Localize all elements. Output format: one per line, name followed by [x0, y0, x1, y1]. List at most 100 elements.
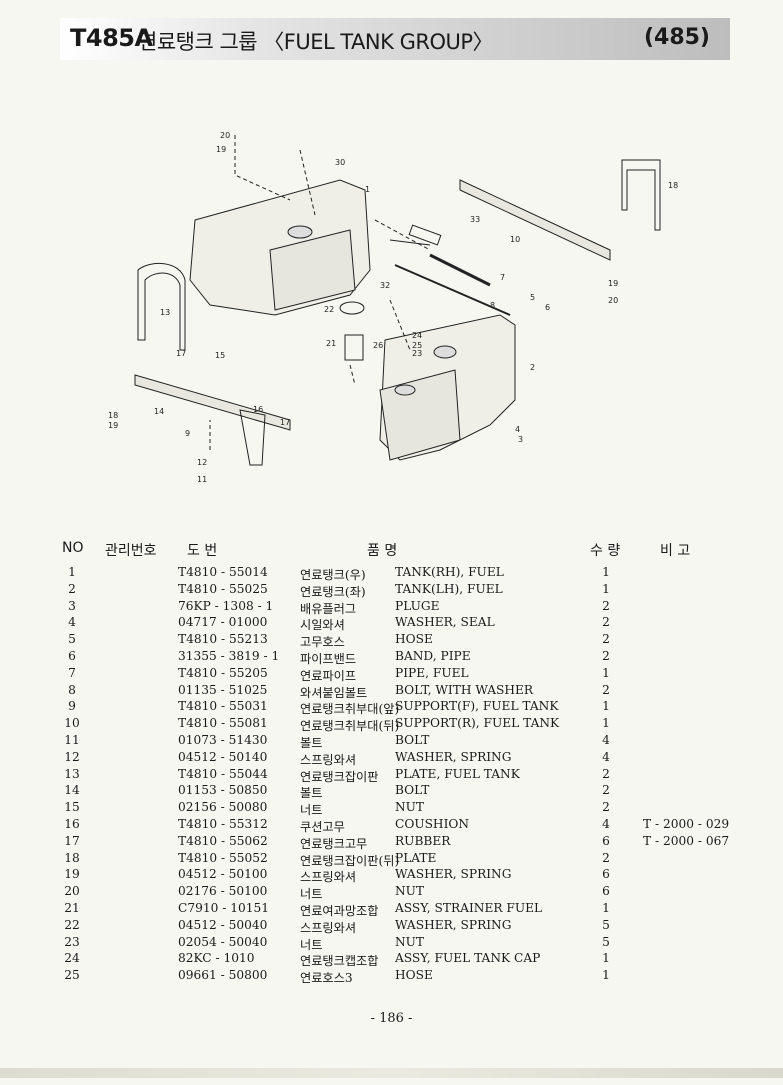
callout-26: 24: [412, 331, 422, 340]
part-number-index: 21: [64, 900, 80, 915]
part-number-index: 10: [64, 716, 80, 731]
part-name-english: PLUGE: [395, 598, 440, 613]
part-name-korean: 연료파이프: [300, 668, 357, 683]
part-number: T4810 - 55025: [178, 581, 268, 596]
col-no: NO: [62, 540, 84, 556]
callout-18: 18: [668, 181, 678, 190]
part-quantity: 1: [602, 665, 610, 680]
part-quantity: 2: [602, 800, 610, 815]
plate-rear-shape: [621, 159, 661, 231]
part-name-english: PLATE: [395, 850, 437, 865]
part-name-korean: 연료탱크캡조합: [300, 954, 379, 969]
part-number-index: 9: [68, 699, 76, 714]
callout-17-bottom: 17: [280, 418, 290, 427]
part-number: 04512 - 50040: [178, 917, 268, 932]
callout-29: 26: [373, 341, 383, 350]
part-number-index: 19: [64, 867, 80, 882]
part-quantity: 2: [602, 598, 610, 613]
part-number: T4810 - 55052: [178, 850, 268, 865]
part-number-index: 23: [64, 934, 80, 949]
part-number-index: 11: [64, 732, 80, 747]
part-note: T - 2000 - 067: [643, 833, 730, 848]
part-number: T4810 - 55312: [178, 816, 268, 831]
part-name-korean: 시일와셔: [300, 618, 345, 633]
part-name-korean: 연료탱크고무: [300, 836, 368, 851]
scan-edge: [0, 1068, 783, 1078]
part-number: T4810 - 55213: [178, 632, 268, 647]
part-name-korean: 배유플러그: [300, 601, 357, 616]
part-name-english: HOSE: [395, 632, 433, 647]
part-name-english: HOSE: [395, 968, 433, 983]
callout-5: 5: [530, 293, 535, 302]
part-name-korean: 너트: [300, 937, 323, 952]
part-name-english: ASSY, FUEL TANK CAP: [395, 951, 541, 966]
part-name-english: COUSHION: [395, 816, 470, 831]
callout-21: 21: [326, 339, 336, 348]
col-name: 품 명: [367, 543, 398, 559]
part-name-korean: 연료탱크잡이판(뒤): [300, 853, 400, 868]
part-number: C7910 - 10151: [178, 900, 269, 915]
callout-32: 33: [470, 215, 480, 224]
callout-8: 8: [490, 301, 495, 310]
part-quantity: 1: [602, 968, 610, 983]
part-name-korean: 와셔붙임볼트: [300, 685, 368, 700]
part-number: T4810 - 55044: [178, 766, 268, 781]
part-quantity: 4: [602, 749, 610, 764]
part-number-index: 5: [68, 632, 76, 647]
part-quantity: 2: [602, 850, 610, 865]
col-part-no: 도 번: [187, 543, 218, 559]
part-name-english: BOLT, WITH WASHER: [395, 682, 534, 697]
part-name-english: BOLT: [395, 732, 430, 747]
part-number: 04512 - 50100: [178, 867, 268, 882]
part-quantity: 1: [602, 900, 610, 915]
part-name-english: BAND, PIPE: [395, 648, 471, 663]
callout-14: 14: [154, 407, 164, 416]
col-qty: 수 량: [590, 543, 621, 559]
part-number: 04717 - 01000: [178, 615, 268, 630]
part-name-english: WASHER, SPRING: [395, 917, 512, 932]
part-number: 02054 - 50040: [178, 934, 268, 949]
part-number-index: 7: [68, 665, 76, 680]
exploded-parts-diagram: 20 19 30 1 33 10 18 19 20 7 5 6 8 32 22 …: [108, 131, 678, 484]
part-name-english: PLATE, FUEL TANK: [395, 766, 520, 781]
part-quantity: 2: [602, 766, 610, 781]
part-quantity: 2: [602, 783, 610, 798]
part-note: T - 2000 - 029: [643, 816, 730, 831]
callout-19-rear: 19: [608, 279, 618, 288]
part-name-english: RUBBER: [395, 833, 451, 848]
part-name-english: NUT: [395, 800, 425, 815]
part-name-korean: 고무호스: [300, 635, 345, 650]
part-number-index: 25: [64, 968, 80, 983]
plate-front-shape: [137, 262, 186, 351]
callout-10: 10: [510, 235, 520, 244]
part-quantity: 1: [602, 565, 610, 579]
part-name-korean: 연료탱크(좌): [300, 584, 366, 599]
part-quantity: 5: [602, 917, 610, 932]
part-name-english: PIPE, FUEL: [395, 665, 469, 680]
part-quantity: 6: [602, 833, 610, 848]
part-name-english: TANK(LH), FUEL: [395, 581, 503, 596]
part-name-korean: 스프링와셔: [300, 870, 357, 885]
part-number-index: 1: [68, 565, 76, 579]
part-quantity: 6: [602, 867, 610, 882]
part-name-korean: 스프링와셔: [300, 920, 357, 935]
callout-17-top: 17: [176, 349, 186, 358]
part-number-index: 2: [68, 581, 76, 596]
part-quantity: 6: [602, 884, 610, 899]
callout-31: 32: [380, 281, 390, 290]
part-number-index: 12: [64, 749, 80, 764]
callout-15: 15: [215, 351, 225, 360]
part-number-index: 13: [64, 766, 80, 781]
part-quantity: 2: [602, 615, 610, 630]
callout-2: 2: [530, 363, 535, 372]
